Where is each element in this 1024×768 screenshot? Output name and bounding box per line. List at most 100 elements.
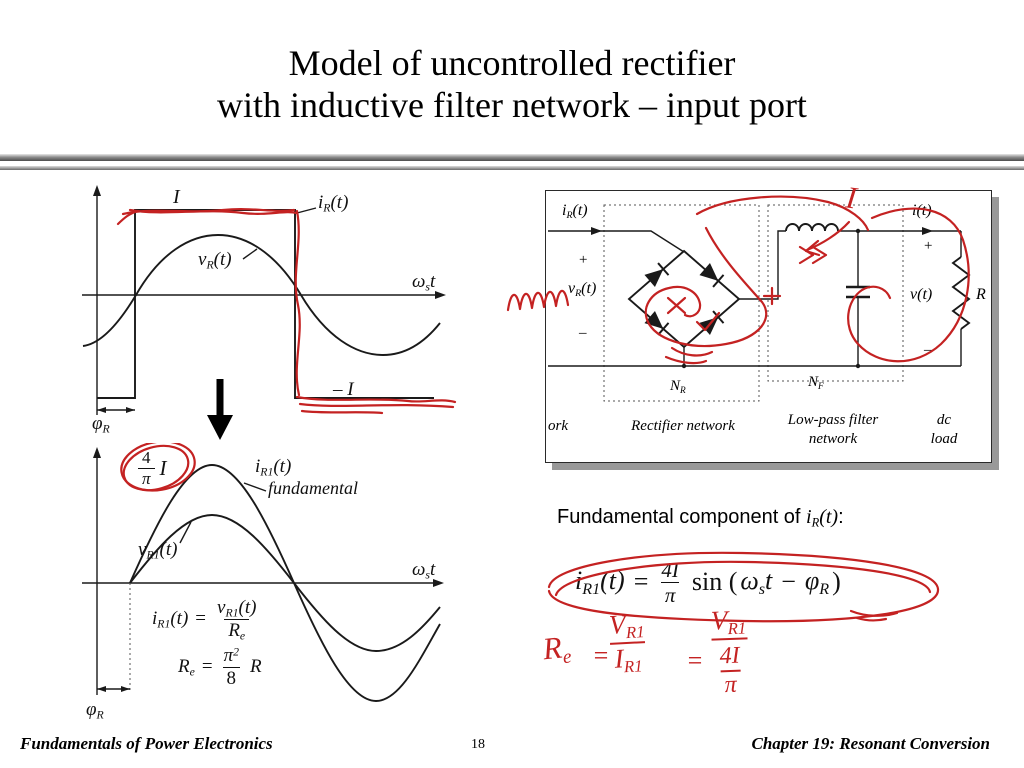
hw-frac2-num: VR1 — [710, 605, 747, 639]
fundamental-equation: iR1(t) = 4I π sin ( ωst − φR ) — [575, 558, 841, 607]
hw-frac1-den: IR1 — [609, 640, 648, 677]
note-var-iR: iR(t) — [806, 506, 839, 530]
title-divider-thin — [0, 166, 1024, 170]
plot2-axes — [82, 453, 436, 695]
plot1-yaxis-arrowhead — [93, 185, 101, 196]
title-divider-thick — [0, 154, 1024, 161]
eq2-numerator: π2 — [223, 645, 239, 666]
note-suffix: : — [838, 506, 844, 528]
eq2-lhs: Re — [178, 655, 195, 679]
meq-close-paren: ) — [832, 567, 841, 597]
footer-page-number: 18 — [471, 737, 485, 752]
eq1-numerator: vR1(t) — [217, 597, 257, 620]
meq-lhs: iR1(t) — [575, 566, 625, 598]
meq-phiR: φR — [804, 566, 830, 598]
label-circuit-v: v(t) — [910, 286, 933, 303]
meq-equals: = — [633, 567, 649, 597]
label-NF: NF — [808, 374, 824, 392]
hw-frac2-den-den: π — [720, 669, 742, 701]
red-underline-phiR — [849, 609, 899, 617]
label-NR: NR — [670, 378, 686, 396]
caption-dc: dc — [936, 412, 952, 428]
label-input-minus: – — [579, 325, 587, 341]
label-neg-peak-I: – I — [333, 379, 354, 400]
hw-frac1-num: VR1 — [608, 609, 646, 643]
label-peak-I: I — [173, 186, 180, 208]
hw-fraction-VR1-4Ipi: VR1 4I π — [706, 605, 752, 701]
hw-nested-fraction: 4I π — [715, 642, 745, 701]
plot2-xaxis-arrowhead — [433, 579, 444, 587]
plot2-yaxis-arrowhead — [93, 447, 101, 458]
input-current-arrowhead — [591, 227, 602, 235]
label-vR: vR(t) — [198, 249, 232, 272]
eq1-equals: = — [195, 608, 207, 630]
circuit-figure: iR(t) + vR(t) – i(t) + v(t) – R NR NF or… — [545, 190, 992, 463]
meq-sin: sin ( — [691, 567, 738, 597]
hw-equals-1: = — [592, 641, 610, 670]
label-phase-top: φR — [92, 413, 110, 436]
meq-fraction: 4I π — [657, 558, 683, 607]
vR-sine-wave — [82, 234, 441, 356]
label-circuit-i: i(t) — [912, 202, 932, 219]
fraction-mult-I: I — [159, 455, 167, 480]
eq1-lhs: iR1(t) — [152, 608, 189, 631]
output-current-arrowhead — [922, 227, 933, 235]
diode-bridge-diamond — [627, 249, 741, 349]
fraction-num-4: 4 — [142, 448, 151, 467]
eq2-mult-R: R — [249, 655, 262, 677]
label-omega-st-bottom: ωst — [412, 559, 436, 582]
caption-cropped-network: ork — [548, 418, 568, 434]
hw-Re: Re — [541, 629, 573, 669]
meq-num-4I: 4I — [661, 558, 679, 582]
hw-fraction-VR1-IR1: VR1 IR1 — [604, 609, 650, 677]
red-circle-peak-fraction — [120, 443, 196, 492]
phase2-arrowhead-right — [121, 686, 130, 692]
footer-book-title: Fundamentals of Power Electronics — [20, 734, 273, 753]
plot-rectifier-port-waveforms — [82, 185, 457, 415]
iR-square-wave — [97, 209, 434, 399]
red-scribble-square-wave — [116, 208, 457, 415]
inductor-coil — [785, 223, 839, 232]
caption-load: load — [930, 430, 958, 447]
label-iR: iR(t) — [318, 192, 349, 215]
label-input-plus: + — [579, 252, 588, 268]
eq1-fraction: vR1(t) Re — [213, 597, 260, 643]
plot1-axes — [82, 191, 438, 415]
label-vR1: vR1(t) — [138, 539, 178, 562]
vR1-curve — [129, 514, 441, 652]
wires — [548, 230, 962, 367]
caption-filter-line1: Low-pass filter — [787, 412, 879, 428]
hw-frac2-den: 4I π — [711, 637, 750, 701]
label-omega-st-top: ωst — [412, 271, 436, 294]
label-peak-4-over-pi: 4 π I — [138, 448, 167, 488]
fraction-4-pi: 4 π — [138, 448, 155, 488]
label-phase-bottom: φR — [86, 699, 104, 722]
label-circuit-vR: vR(t) — [568, 280, 597, 299]
phase-arrowhead-right — [126, 407, 135, 413]
footer-chapter: Chapter 19: Resonant Conversion — [751, 734, 990, 753]
eq2-fraction: π2 8 — [220, 645, 243, 690]
eq2-equals: = — [201, 655, 213, 677]
title-line-2: with inductive filter network – input po… — [217, 85, 807, 125]
note-prefix: Fundamental component of — [557, 506, 807, 528]
meq-den-pi: π — [660, 582, 680, 607]
label-iR1: iR1(t) — [255, 456, 292, 479]
equation-Re-equals-pi2-over-8-R: Re = π2 8 R — [178, 645, 262, 690]
label-circuit-iR: iR(t) — [562, 202, 588, 221]
hw-equals-2: = — [686, 646, 704, 675]
label-output-minus: – — [924, 342, 932, 358]
fundamental-component-note: Fundamental component of iR(t): — [557, 506, 844, 529]
caption-filter-line2: network — [808, 430, 858, 447]
eq2-denominator: 8 — [222, 666, 241, 690]
phase-arrowhead-left — [97, 407, 106, 413]
plot1-label-leaders — [242, 207, 317, 260]
equation-iR1-equals-vR1-over-Re: iR1(t) = vR1(t) Re — [152, 597, 260, 643]
plot2-label-leaders — [179, 482, 267, 544]
caption-filter-network: Low-pass filter network — [758, 411, 908, 449]
load-resistor — [951, 256, 971, 330]
plot1-xaxis-arrowhead — [435, 291, 446, 299]
capacitor — [846, 285, 870, 299]
phase2-arrowhead-left — [97, 686, 106, 692]
slide-title: Model of uncontrolled rectifier with ind… — [0, 42, 1024, 126]
